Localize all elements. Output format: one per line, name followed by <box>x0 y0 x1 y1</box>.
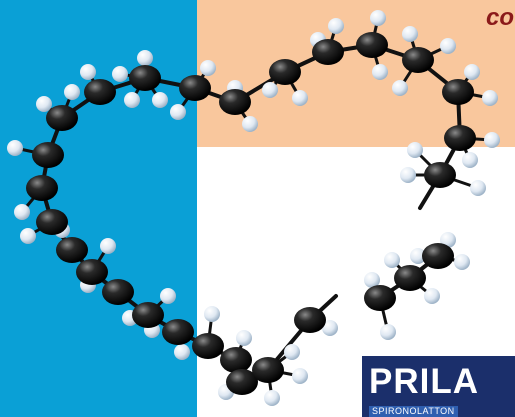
hydrogen-atom <box>370 10 386 26</box>
carbon-atom <box>422 243 454 269</box>
hydrogen-atom <box>264 390 280 406</box>
carbon-atom <box>424 162 456 188</box>
hydrogen-atom <box>14 204 30 220</box>
hydrogen-atom <box>384 252 400 268</box>
carbon-atom <box>444 125 476 151</box>
carbon-atom <box>252 357 284 383</box>
carbon-atom <box>162 319 194 345</box>
hydrogen-atom <box>200 60 216 76</box>
hydrogen-atom <box>137 50 153 66</box>
carbon-atom <box>442 79 474 105</box>
carbon-atom <box>56 237 88 263</box>
hydrogen-atom <box>482 90 498 106</box>
hydrogen-atom <box>380 324 396 340</box>
hydrogen-atom <box>204 306 220 322</box>
logo-subtitle: SPIRONOLATTON <box>369 406 458 417</box>
hydrogen-atom <box>262 82 278 98</box>
carbon-atom <box>394 265 426 291</box>
molecule-atoms <box>7 10 500 406</box>
hydrogen-atom <box>242 116 258 132</box>
hydrogen-atom <box>407 142 423 158</box>
carbon-atom <box>26 175 58 201</box>
carbon-atom <box>84 79 116 105</box>
hydrogen-atom <box>328 18 344 34</box>
hydrogen-atom <box>372 64 388 80</box>
hydrogen-atom <box>410 248 426 264</box>
carbon-atom <box>46 105 78 131</box>
hydrogen-atom <box>236 330 252 346</box>
carbon-atom <box>356 32 388 58</box>
hydrogen-atom <box>100 238 116 254</box>
hydrogen-atom <box>292 90 308 106</box>
carbon-atom <box>129 65 161 91</box>
hydrogen-atom <box>392 80 408 96</box>
blue-background-panel <box>0 0 197 417</box>
hydrogen-atom <box>424 288 440 304</box>
carbon-atom <box>402 47 434 73</box>
hydrogen-atom <box>112 66 128 82</box>
hydrogen-atom <box>322 320 338 336</box>
carbon-atom <box>32 142 64 168</box>
carbon-atom <box>294 307 326 333</box>
hydrogen-atom <box>440 38 456 54</box>
cropped-heading-text: co <box>486 4 515 31</box>
prila-logo: PRILA SPIRONOLATTON <box>362 356 515 417</box>
hydrogen-atom <box>484 132 500 148</box>
hydrogen-atom <box>7 140 23 156</box>
carbon-atom <box>76 259 108 285</box>
carbon-atom <box>312 39 344 65</box>
carbon-atom <box>269 59 301 85</box>
carbon-atom <box>102 279 134 305</box>
carbon-atom <box>220 347 252 373</box>
hydrogen-atom <box>284 344 300 360</box>
hydrogen-atom <box>400 167 416 183</box>
carbon-atom <box>192 333 224 359</box>
hydrogen-atom <box>124 92 140 108</box>
hydrogen-atom <box>364 272 380 288</box>
hydrogen-atom <box>174 344 190 360</box>
carbon-atom <box>132 302 164 328</box>
hydrogen-atom <box>454 254 470 270</box>
hydrogen-atom <box>36 96 52 112</box>
hydrogen-atom <box>462 152 478 168</box>
hydrogen-atom <box>80 64 96 80</box>
carbon-atom <box>36 209 68 235</box>
hydrogen-atom <box>160 288 176 304</box>
hydrogen-atom <box>64 84 80 100</box>
hydrogen-atom <box>464 64 480 80</box>
hydrogen-atom <box>292 368 308 384</box>
hydrogen-atom <box>152 92 168 108</box>
hydrogen-atom <box>170 104 186 120</box>
carbon-atom <box>226 369 258 395</box>
hydrogen-atom <box>470 180 486 196</box>
carbon-atom <box>364 285 396 311</box>
logo-word: PRILA <box>369 362 479 401</box>
hydrogen-atom <box>20 228 36 244</box>
hydrogen-atom <box>402 26 418 42</box>
carbon-atom <box>219 89 251 115</box>
carbon-atom <box>179 75 211 101</box>
